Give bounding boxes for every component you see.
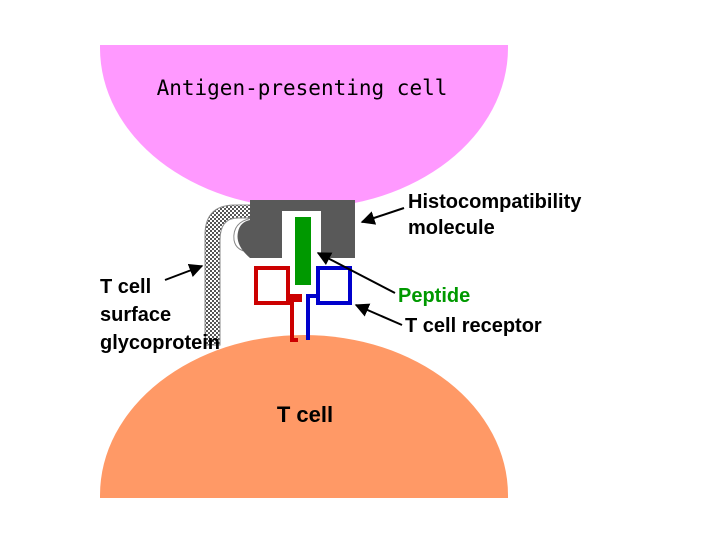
apc-label: Antigen-presenting cell <box>157 76 448 100</box>
histocompatibility-molecule-shape <box>237 200 355 258</box>
glyco-label-line3: glycoprotein <box>100 332 220 354</box>
t-cell-label: T cell <box>277 402 333 427</box>
mhc-groove-outline <box>282 211 321 258</box>
peptide-label: Peptide <box>398 285 470 307</box>
glyco-label-line2: surface <box>100 304 171 326</box>
arrow-tcr <box>354 303 403 326</box>
antigen-presenting-cell-shape <box>100 45 508 208</box>
arrow-glycoprotein <box>164 263 204 281</box>
histo-label-line1: Histocompatibility <box>408 191 582 213</box>
tcr-label: T cell receptor <box>405 315 542 337</box>
t-cell-shape <box>100 335 508 498</box>
arrow-peptide <box>316 252 396 294</box>
peptide-shape <box>295 217 311 285</box>
arrow-histocompatibility <box>360 207 405 225</box>
histo-label-line2: molecule <box>408 217 495 239</box>
tcr-blue-chain <box>306 266 352 340</box>
glyco-label-line1: T cell <box>100 276 151 298</box>
tcr-red-chain <box>254 266 302 342</box>
